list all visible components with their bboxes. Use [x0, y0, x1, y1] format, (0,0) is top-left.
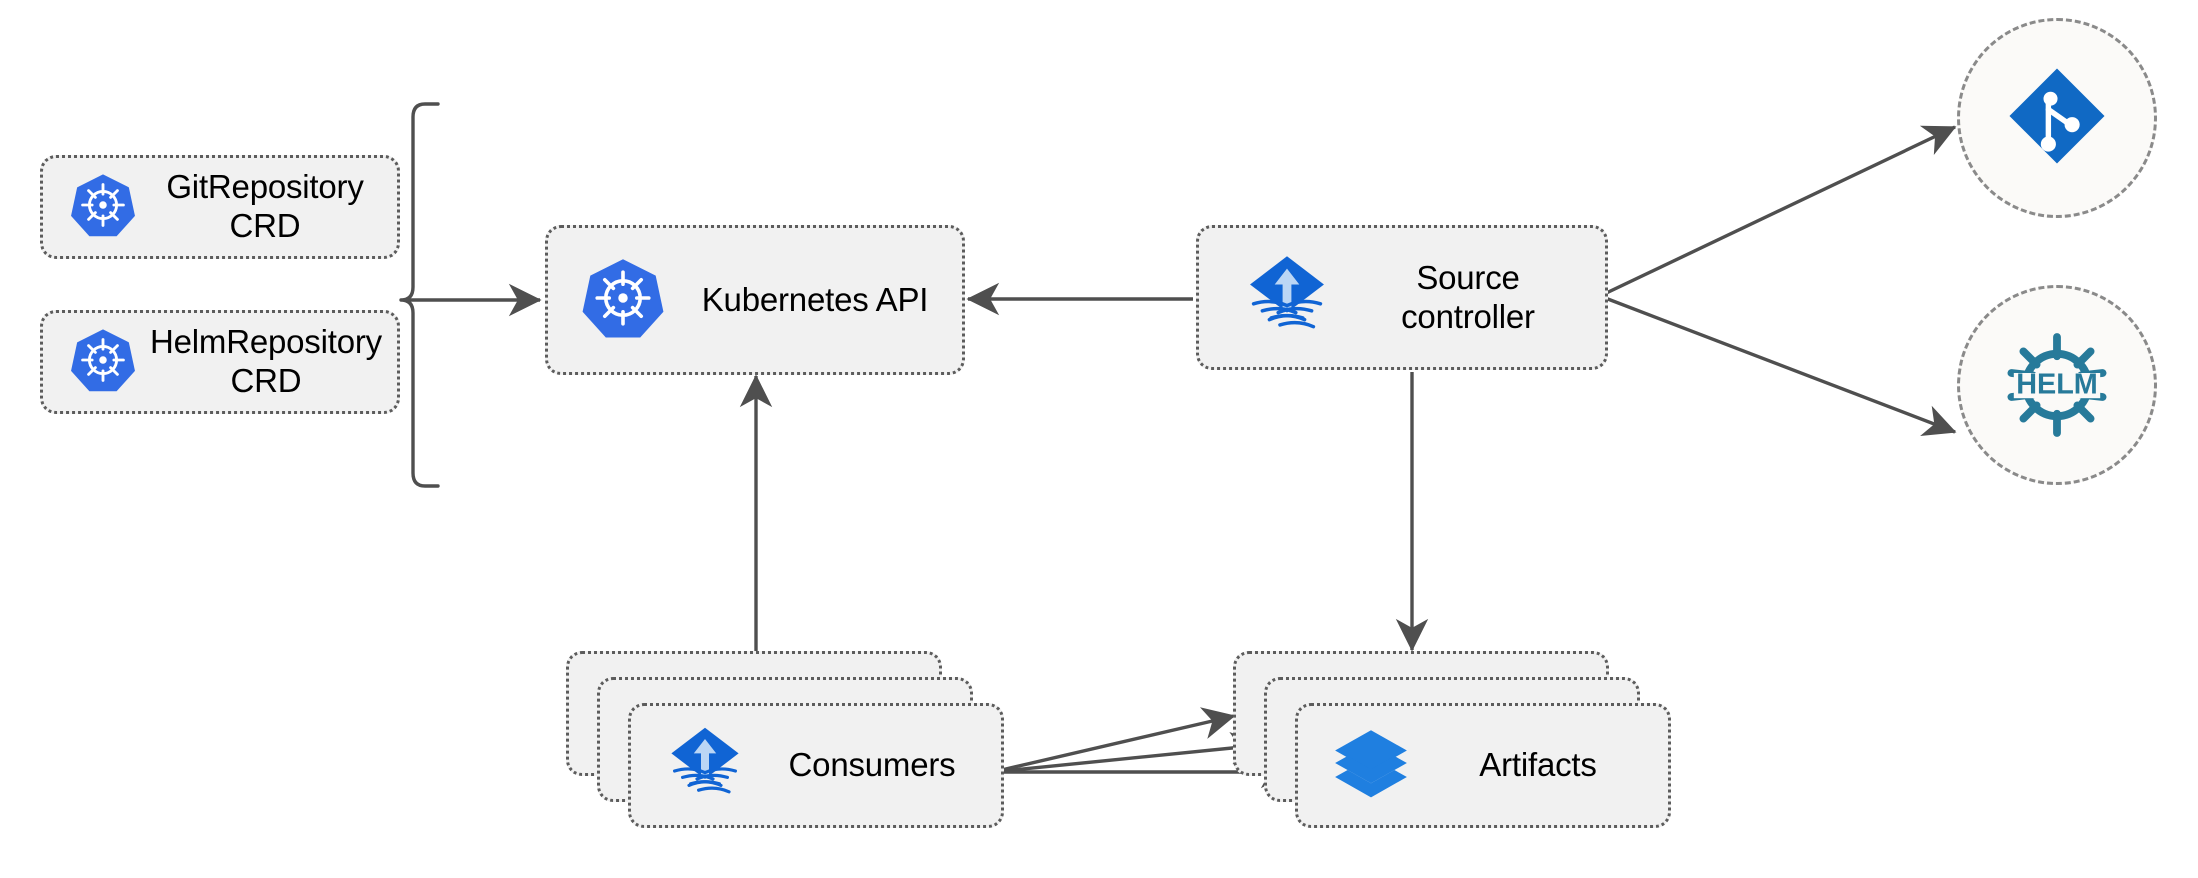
node-helm-source[interactable]: HELM — [1957, 285, 2157, 485]
kubernetes-icon — [69, 171, 137, 244]
node-label: Consumers — [788, 746, 956, 784]
flux-icon — [665, 723, 745, 808]
helm-wordmark: HELM — [2016, 368, 2098, 400]
node-label: HelmRepository CRD — [150, 323, 382, 399]
kubernetes-icon — [580, 255, 666, 346]
flux-icon — [1243, 251, 1331, 344]
node-kubernetes-api[interactable]: Kubernetes API — [545, 225, 965, 375]
node-consumers[interactable]: Consumers — [628, 703, 1004, 828]
crd-bracket — [399, 102, 440, 488]
kubernetes-icon — [69, 326, 137, 399]
layers-icon — [1332, 724, 1410, 807]
helm-icon: HELM — [1997, 325, 2117, 445]
node-label: Artifacts — [1479, 746, 1597, 784]
node-label: Source controller — [1401, 258, 1535, 335]
node-helm-repository-crd[interactable]: HelmRepository CRD — [40, 310, 400, 414]
link-source-controller-to-helm — [1599, 294, 1957, 436]
node-git-repository-crd[interactable]: GitRepository CRD — [40, 155, 400, 259]
link-consumers-to-artifacts-2 — [992, 731, 1264, 774]
link-source-controller-to-git — [1599, 125, 1957, 298]
node-label: Kubernetes API — [701, 280, 929, 318]
node-source-controller[interactable]: Source controller — [1196, 225, 1608, 370]
node-git-source[interactable] — [1957, 18, 2157, 218]
git-icon — [2003, 62, 2111, 175]
node-artifacts[interactable]: Artifacts — [1295, 703, 1671, 828]
node-label: GitRepository CRD — [166, 168, 364, 244]
link-consumers-to-artifacts-1 — [992, 707, 1236, 774]
